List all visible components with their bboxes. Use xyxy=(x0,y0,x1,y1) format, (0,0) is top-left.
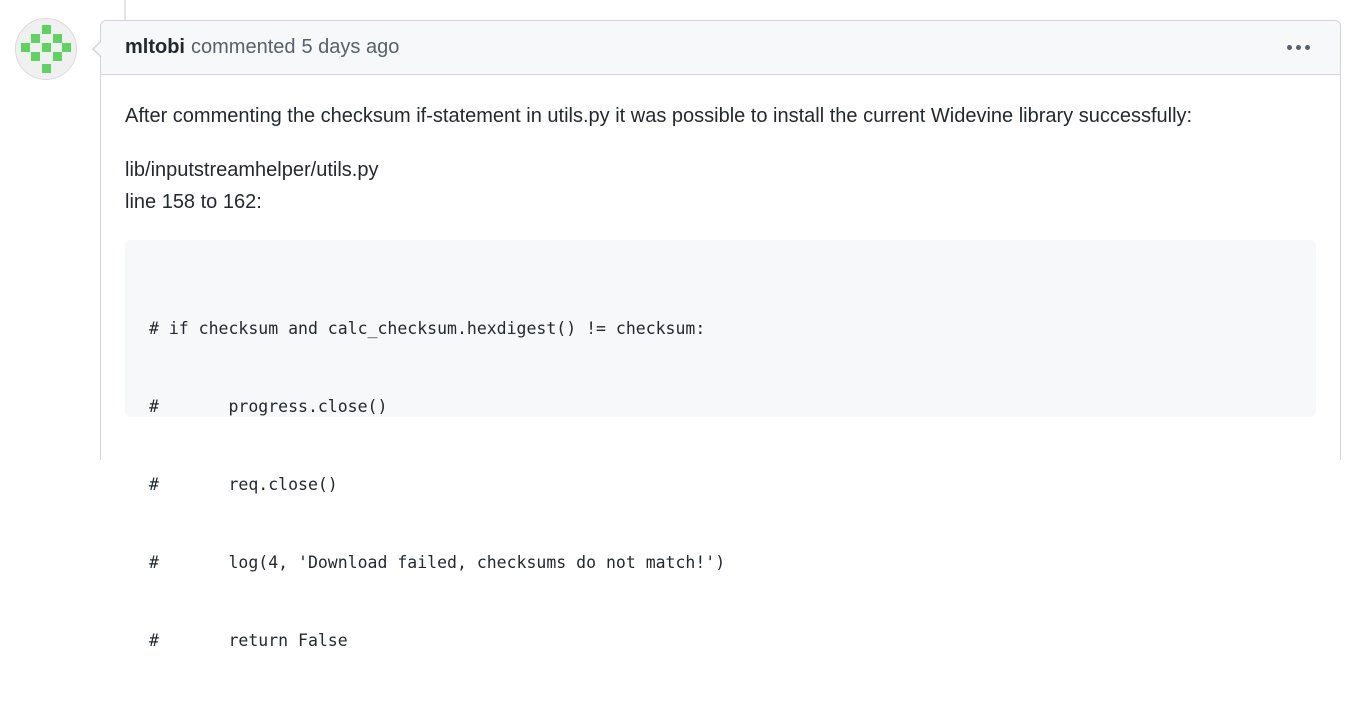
file-path: lib/inputstreamhelper/utils.py xyxy=(125,159,379,181)
line-range: line 158 to 162: xyxy=(125,191,262,213)
comment-timestamp[interactable]: 5 days ago xyxy=(301,36,400,58)
code-block: # if checksum and calc_checksum.hexdiges… xyxy=(125,240,1316,650)
comment-action: commented xyxy=(191,36,296,58)
avatar[interactable] xyxy=(15,18,77,80)
comment-header: mltobi commented 5 days ago xyxy=(101,21,1340,75)
timeline-connector xyxy=(124,0,126,20)
code-line: # progress.close() xyxy=(149,397,388,416)
comment-card: mltobi commented 5 days ago After commen… xyxy=(92,20,1341,650)
code-line: # req.close() xyxy=(149,475,338,494)
kebab-dot xyxy=(1305,45,1310,50)
comment-caret-fill xyxy=(94,41,102,57)
author-link[interactable]: mltobi xyxy=(125,36,185,58)
identicon-icon xyxy=(16,19,76,79)
comment-file-info: lib/inputstreamhelper/utils.py line 158 … xyxy=(125,154,1316,218)
kebab-dot xyxy=(1287,45,1292,50)
code-line: # return False xyxy=(149,631,348,650)
kebab-dot xyxy=(1296,45,1301,50)
code-line: # if checksum and calc_checksum.hexdiges… xyxy=(149,319,706,338)
comment-body: After commenting the checksum if-stateme… xyxy=(101,100,1340,650)
kebab-horizontal-icon[interactable] xyxy=(1285,41,1312,54)
comment-paragraph: After commenting the checksum if-stateme… xyxy=(125,105,1193,127)
code-line: # log(4, 'Download failed, checksums do … xyxy=(149,553,726,572)
